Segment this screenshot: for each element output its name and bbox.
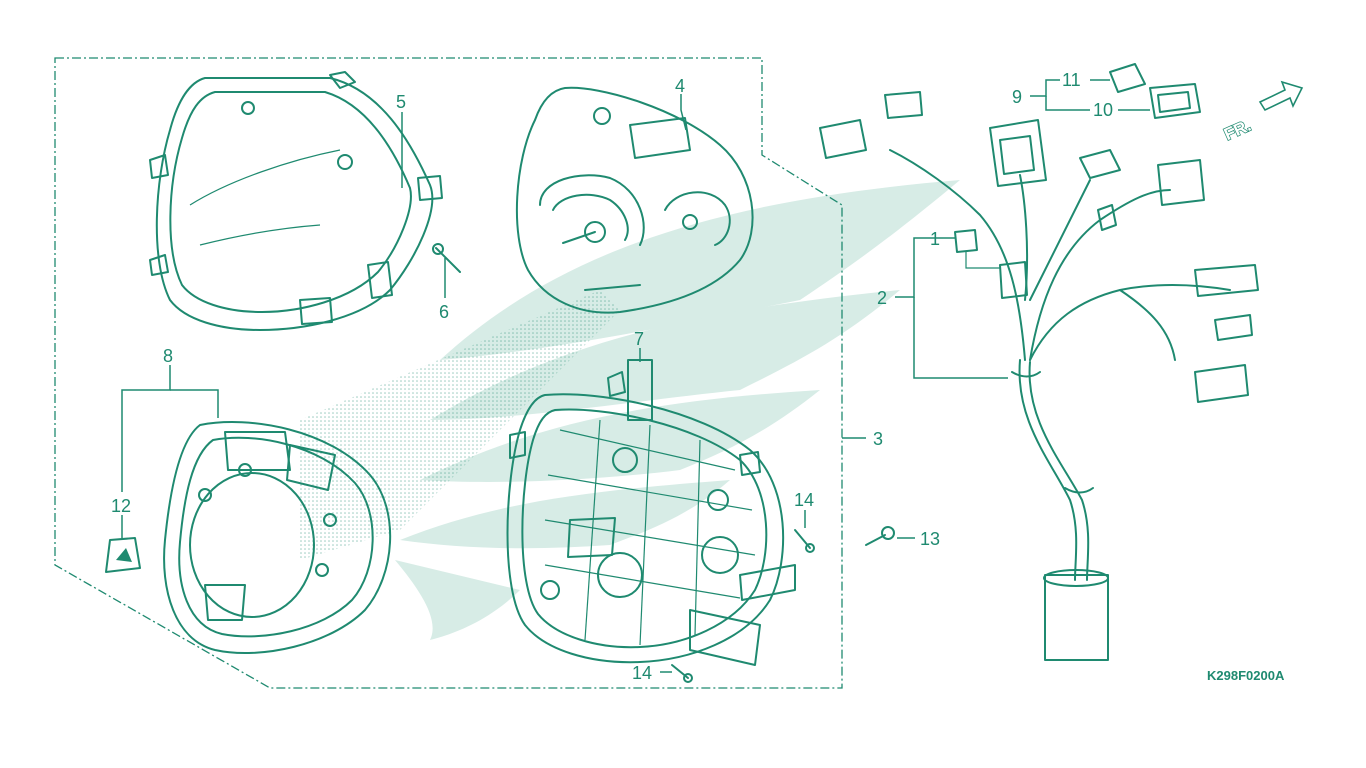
meter-case <box>506 371 796 666</box>
callout-9: 9 <box>1012 87 1022 107</box>
assembly-frame <box>54 57 843 689</box>
meter-cover <box>149 71 443 331</box>
callout-14-lower: 14 <box>632 663 652 683</box>
leader-lines <box>121 79 1150 673</box>
front-direction-arrow: FR. <box>1220 80 1304 145</box>
callout-4: 4 <box>675 76 685 96</box>
front-direction-label: FR. <box>1221 116 1254 144</box>
callout-labels: 1 2 3 4 5 6 7 8 9 10 11 12 13 14 14 K298… <box>111 70 1285 683</box>
callout-10: 10 <box>1093 100 1113 120</box>
callout-8: 8 <box>163 346 173 366</box>
emblem-badge <box>105 537 141 573</box>
callout-14-upper: 14 <box>794 490 814 510</box>
case-cover <box>163 421 392 654</box>
callout-1: 1 <box>930 229 940 249</box>
callout-12: 12 <box>111 496 131 516</box>
stipple-projection <box>300 290 620 560</box>
callout-3: 3 <box>873 429 883 449</box>
callout-11: 11 <box>1062 70 1081 90</box>
coupler-part <box>954 229 1000 269</box>
pin-part <box>432 243 461 273</box>
wire-harness <box>819 91 1259 661</box>
figure-code: K298F0200A <box>1207 668 1285 683</box>
bolt-part <box>865 526 895 546</box>
callout-13: 13 <box>920 529 940 549</box>
dial-plate <box>515 86 754 314</box>
callout-2: 2 <box>877 288 887 308</box>
callout-5: 5 <box>396 92 406 112</box>
callout-7: 7 <box>634 329 644 349</box>
callout-6: 6 <box>439 302 449 322</box>
screw-upper <box>794 529 815 553</box>
bulb-socket-set <box>1109 63 1201 119</box>
screw-lower <box>671 664 693 683</box>
